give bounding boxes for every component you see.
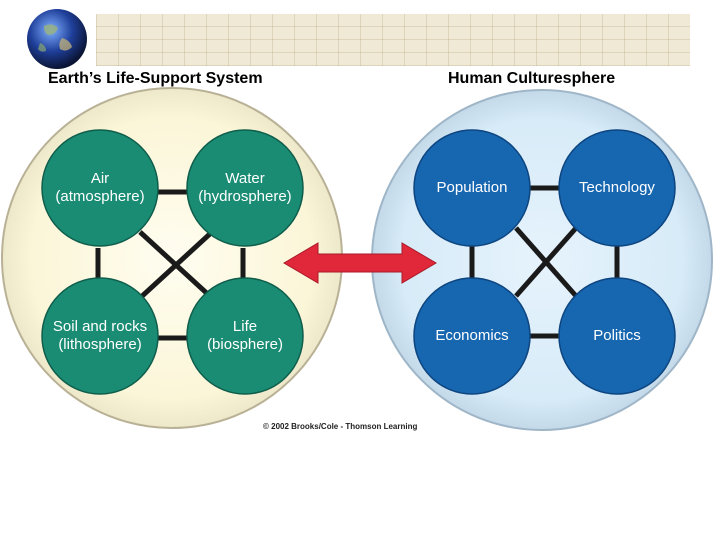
label-water-name: Water bbox=[225, 170, 265, 187]
label-life-name: Life bbox=[232, 318, 258, 335]
label-population: Population bbox=[436, 179, 508, 196]
heading-culturesphere: Human Culturesphere bbox=[448, 70, 616, 87]
label-soil-sphere: (lithosphere) bbox=[58, 336, 142, 353]
label-economics: Economics bbox=[435, 327, 509, 344]
copyright-notice: © 2002 Brooks/Cole - Thomson Learning bbox=[263, 422, 418, 431]
earth-globe-icon bbox=[27, 9, 87, 69]
label-life-sphere: (biosphere) bbox=[207, 336, 283, 353]
label-life: Life(biosphere) bbox=[187, 308, 303, 364]
node-life bbox=[186, 277, 304, 395]
right-connectors bbox=[469, 185, 620, 339]
node-technology bbox=[558, 129, 676, 247]
label-soil-name: Soil and rocks bbox=[52, 318, 148, 335]
label-water: Water(hydrosphere) bbox=[187, 160, 303, 216]
label-technology: Technology bbox=[579, 179, 655, 196]
label-water-sphere: (hydrosphere) bbox=[198, 188, 292, 205]
node-economics bbox=[413, 277, 531, 395]
label-air-sphere: (atmosphere) bbox=[55, 188, 145, 205]
node-soil bbox=[41, 277, 159, 395]
label-air: Air(atmosphere) bbox=[42, 160, 158, 216]
heading-life-support: Earth’s Life-Support System bbox=[48, 70, 263, 87]
node-water bbox=[186, 129, 304, 247]
double-headed-arrow bbox=[283, 242, 437, 284]
label-politics: Politics bbox=[593, 327, 641, 344]
label-air-name: Air bbox=[90, 170, 110, 187]
node-politics bbox=[558, 277, 676, 395]
world-map-banner bbox=[96, 14, 690, 66]
node-air bbox=[41, 129, 159, 247]
node-population bbox=[413, 129, 531, 247]
label-soil: Soil and rocks(lithosphere) bbox=[40, 308, 160, 364]
